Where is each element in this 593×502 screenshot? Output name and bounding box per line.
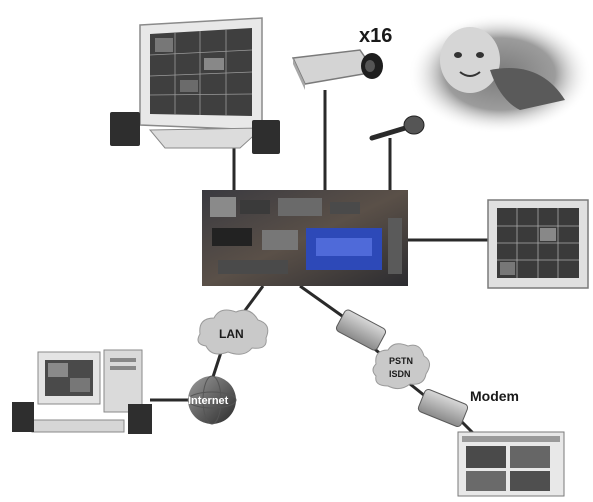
internet-globe	[187, 375, 237, 425]
pc-right-speaker	[128, 404, 152, 434]
monitor-video-grid	[149, 29, 253, 116]
modem-device-lower	[417, 388, 469, 428]
baby-head	[440, 27, 500, 93]
pc-left-speaker	[12, 402, 34, 432]
monitor-base	[148, 127, 264, 149]
lan-cloud	[197, 309, 269, 355]
baby-photo	[408, 14, 592, 134]
left-speaker	[110, 112, 140, 146]
modem-device-upper	[335, 309, 387, 351]
isdn-label: ISDN	[389, 369, 411, 379]
pc-keyboard	[31, 419, 125, 433]
camera-count-label: x16	[359, 25, 392, 47]
internet-label: Internet	[188, 395, 229, 407]
microphone-head	[403, 115, 425, 135]
remote-viewer-screen	[457, 431, 565, 497]
microphone	[369, 115, 425, 141]
baby-body	[490, 68, 565, 110]
security-camera	[291, 49, 383, 90]
pstn-isdn-cloud	[372, 343, 430, 390]
capture-board	[202, 190, 408, 286]
main-monitor-station	[110, 17, 280, 154]
board-to-modem-line	[299, 284, 346, 320]
right-monitor	[487, 199, 589, 289]
lan-label: LAN	[219, 327, 244, 341]
right-speaker	[252, 120, 280, 154]
pstn-label: PSTN	[389, 356, 413, 366]
modem-label: Modem	[470, 388, 519, 404]
desktop-pc	[12, 349, 152, 434]
